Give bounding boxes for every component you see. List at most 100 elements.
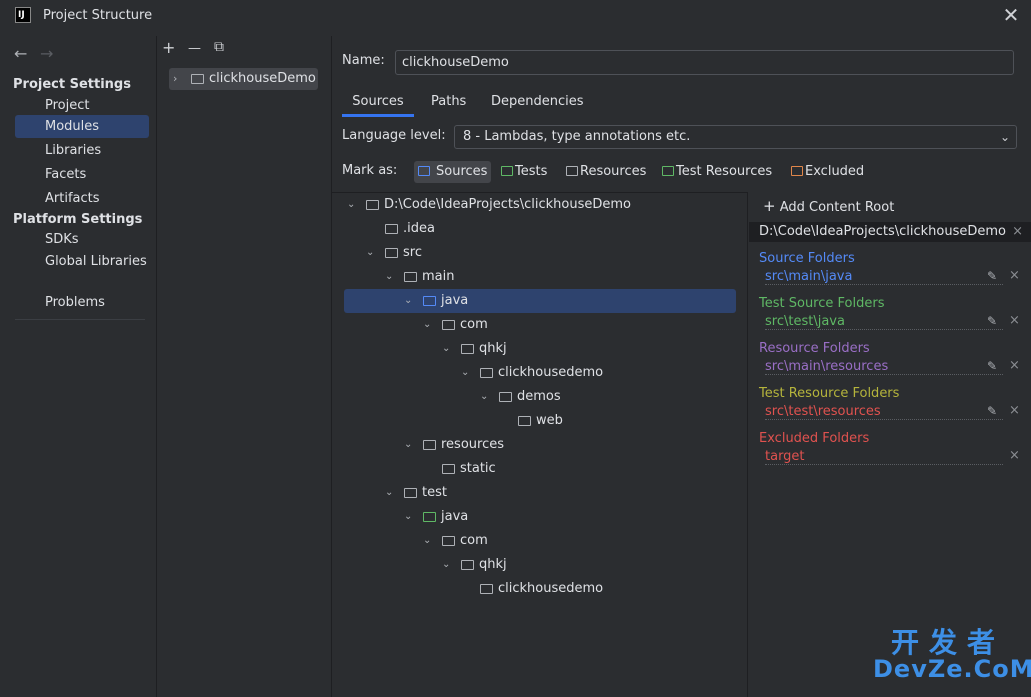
chevron-down-icon[interactable]: ⌄	[423, 535, 432, 546]
tree-row[interactable]: clickhousedemo	[332, 577, 748, 601]
chevron-down-icon: ⌄	[999, 130, 1010, 144]
add-module-button[interactable]: +	[162, 38, 176, 57]
tree-row[interactable]: ⌄ qhkj	[332, 553, 748, 577]
chevron-down-icon[interactable]: ⌄	[442, 343, 451, 354]
tree-row-label: com	[460, 317, 488, 332]
mark-as-resources-button[interactable]: Resources	[562, 161, 646, 183]
chevron-down-icon[interactable]: ⌄	[404, 439, 413, 450]
modules-panel: + — ⧉ › clickhouseDemo	[157, 36, 332, 697]
tree-row[interactable]: ⌄ D:\Code\IdeaProjects\clickhouseDemo	[332, 193, 748, 217]
mark-as-tests-button[interactable]: Tests	[497, 161, 547, 183]
chevron-down-icon[interactable]: ⌄	[404, 295, 413, 306]
folder-group-value[interactable]: src\main\java	[765, 269, 1003, 285]
close-window-button[interactable]: ✕	[1002, 3, 1020, 27]
project-settings-heading: Project Settings	[13, 77, 131, 92]
folder-group-value[interactable]: src\test\java	[765, 314, 1003, 330]
chevron-down-icon[interactable]: ⌄	[385, 487, 394, 498]
tab-sources[interactable]: Sources	[342, 93, 414, 117]
tree-row-label: qhkj	[479, 557, 507, 572]
tree-row-label: main	[422, 269, 455, 284]
chevron-down-icon[interactable]: ⌄	[347, 199, 356, 210]
tree-row[interactable]: static	[332, 457, 748, 481]
remove-content-root-icon[interactable]: ×	[1012, 224, 1023, 239]
tree-row[interactable]: ⌄ resources	[332, 433, 748, 457]
tab-paths[interactable]: Paths	[431, 94, 467, 109]
edit-pencil-icon[interactable]: ✎	[987, 314, 998, 328]
tree-row[interactable]: ⌄clickhousedemo	[332, 361, 748, 385]
tree-row-label: com	[460, 533, 488, 548]
mark-as-sources-button[interactable]: Sources	[414, 161, 491, 183]
folder-icon	[461, 344, 474, 354]
folder-icon	[423, 440, 436, 450]
folder-group-value[interactable]: target	[765, 449, 1003, 465]
watermark-line2: DevZe.CoM	[873, 655, 1031, 684]
sidebar-item-project[interactable]: Project	[45, 98, 90, 113]
tree-row-label: clickhousedemo	[498, 581, 604, 596]
chevron-down-icon[interactable]: ⌄	[423, 319, 432, 330]
mark-as-excluded-button[interactable]: Excluded	[787, 161, 864, 183]
copy-module-button[interactable]: ⧉	[214, 39, 224, 55]
module-label: clickhouseDemo	[209, 71, 316, 86]
excluded-folder-icon	[791, 166, 803, 176]
tree-row-label: resources	[441, 437, 505, 452]
forward-arrow-icon[interactable]: →	[40, 44, 54, 63]
chevron-down-icon[interactable]: ⌄	[404, 511, 413, 522]
sidebar-item-problems[interactable]: Problems	[45, 295, 105, 310]
sidebar-item-libraries[interactable]: Libraries	[45, 143, 102, 158]
edit-pencil-icon[interactable]: ✎	[987, 404, 998, 418]
remove-folder-icon[interactable]: ×	[1009, 448, 1020, 463]
tree-row[interactable]: ⌄ main	[332, 265, 748, 289]
tree-row[interactable]: ⌄ src	[332, 241, 748, 265]
language-level-select[interactable]: 8 - Lambdas, type annotations etc. ⌄	[454, 125, 1017, 149]
watermark: 开发者 DevZe.CoM	[873, 626, 1031, 684]
sidebar-item-sdks[interactable]: SDKs	[45, 232, 79, 247]
mark-as-test-resources-button[interactable]: Test Resources	[658, 161, 772, 183]
sidebar-item-global-libraries[interactable]: Global Libraries	[45, 254, 147, 269]
chevron-down-icon[interactable]: ⌄	[385, 271, 394, 282]
folder-icon	[404, 488, 417, 498]
chevron-right-icon[interactable]: ›	[173, 72, 178, 85]
chevron-down-icon[interactable]: ⌄	[366, 247, 375, 258]
tree-row[interactable]: .idea	[332, 217, 748, 241]
chevron-down-icon[interactable]: ⌄	[480, 391, 489, 402]
tree-row[interactable]: web	[332, 409, 748, 433]
folder-group-title: Excluded Folders	[759, 431, 870, 446]
folder-icon	[423, 296, 436, 306]
tree-row[interactable]: ⌄ com	[332, 529, 748, 553]
tree-row[interactable]: ⌄ com	[332, 313, 748, 337]
edit-pencil-icon[interactable]: ✎	[987, 359, 998, 373]
tree-row-label: src	[403, 245, 422, 260]
mark-sources-label: Sources	[436, 164, 488, 179]
tree-row-label: web	[536, 413, 563, 428]
tree-row[interactable]: ⌄test	[332, 481, 748, 505]
sidebar-item-artifacts[interactable]: Artifacts	[45, 191, 100, 206]
remove-folder-icon[interactable]: ×	[1009, 358, 1020, 373]
tree-row[interactable]: ⌄qhkj	[332, 337, 748, 361]
chevron-down-icon[interactable]: ⌄	[461, 367, 470, 378]
tree-row-label: .idea	[403, 221, 435, 236]
sidebar-item-modules[interactable]: Modules	[15, 115, 149, 138]
remove-folder-icon[interactable]: ×	[1009, 313, 1020, 328]
remove-folder-icon[interactable]: ×	[1009, 403, 1020, 418]
sidebar-item-facets[interactable]: Facets	[45, 167, 87, 182]
edit-pencil-icon[interactable]: ✎	[987, 269, 998, 283]
remove-folder-icon[interactable]: ×	[1009, 268, 1020, 283]
remove-module-button[interactable]: —	[188, 41, 201, 56]
add-content-root-button[interactable]: + Add Content Root	[763, 197, 894, 215]
tab-dependencies[interactable]: Dependencies	[491, 94, 584, 109]
watermark-line1: 开发者	[890, 626, 1005, 659]
intellij-logo-icon: IJ	[15, 7, 31, 23]
tree-row[interactable]: ⌄java	[332, 505, 748, 529]
chevron-down-icon[interactable]: ⌄	[442, 559, 451, 570]
module-item-clickhousedemo[interactable]: › clickhouseDemo	[169, 68, 318, 90]
folder-group-value[interactable]: src\test\resources	[765, 404, 1003, 420]
folder-group-value[interactable]: src\main\resources	[765, 359, 1003, 375]
tree-row-label: D:\Code\IdeaProjects\clickhouseDemo	[384, 197, 631, 212]
tree-row[interactable]: ⌄demos	[332, 385, 748, 409]
module-name-field[interactable]: clickhouseDemo	[395, 50, 1014, 75]
back-arrow-icon[interactable]: ←	[14, 44, 28, 63]
tree-row[interactable]: ⌄java	[344, 289, 736, 313]
resources-folder-icon	[566, 166, 578, 176]
plus-icon: +	[763, 197, 776, 215]
mark-excluded-label: Excluded	[805, 164, 865, 179]
